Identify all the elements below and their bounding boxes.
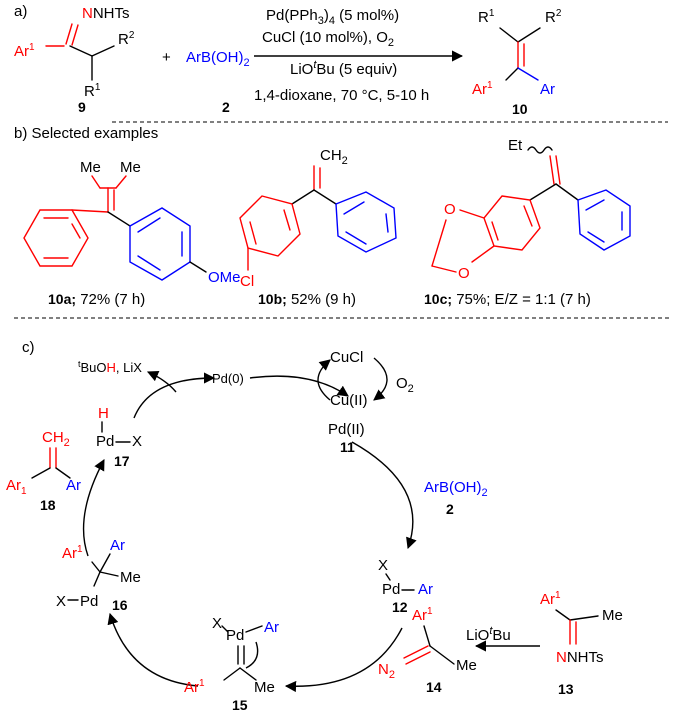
svg-text:R1: R1: [84, 82, 101, 100]
example-10c-caption: 10c; 75%; E/Z = 1:1 (7 h): [424, 291, 591, 308]
example-10c-structure: Et O O: [431, 137, 631, 282]
svg-text:N2: N2: [378, 661, 395, 681]
svg-text:Me: Me: [254, 679, 275, 696]
species-13: Ar1 Me NNHTs: [540, 590, 623, 666]
label-10: 10: [512, 101, 528, 117]
svg-text:Pd: Pd: [96, 433, 114, 450]
species-16: Ar1 Ar Me X Pd: [56, 537, 141, 610]
svg-text:Me: Me: [120, 569, 141, 586]
species-17: H Pd X: [96, 405, 142, 450]
svg-text:Ar: Ar: [540, 81, 555, 98]
svg-text:Ar: Ar: [110, 537, 125, 554]
example-10b-structure: CH2 Cl: [239, 147, 397, 290]
svg-text:X: X: [378, 557, 388, 574]
copper-arc-right: [373, 357, 388, 401]
cycle-arc-16-to-17: [82, 459, 105, 557]
svg-text:R1: R1: [478, 8, 495, 26]
svg-text:Ar1: Ar1: [6, 477, 27, 497]
species-pd2: Pd(II): [328, 421, 365, 438]
svg-text:O: O: [444, 201, 456, 218]
label-12: 12: [392, 599, 408, 615]
cycle-arc-pd0-to-pd2: [249, 375, 349, 397]
cycle-arc-pd2-to-12: [351, 441, 417, 550]
svg-text:Et: Et: [508, 137, 523, 154]
svg-text:NNHTs: NNHTs: [82, 5, 130, 22]
species-byproducts: tBuOH, LiX: [78, 359, 142, 375]
svg-text:X: X: [212, 615, 222, 632]
cycle-arc-15-to-16: [107, 612, 199, 687]
cycle-branch-byproduct: [146, 370, 177, 393]
svg-text:Me: Me: [602, 607, 623, 624]
label-2-cycle: 2: [446, 501, 454, 517]
plus-sign: +: [162, 49, 171, 66]
species-pd0: Pd(0): [212, 371, 244, 386]
species-o2: O2: [396, 375, 414, 395]
section-a-label: a): [14, 3, 27, 20]
cycle-arc-12-to-15: [284, 627, 403, 693]
svg-text:Me: Me: [456, 657, 477, 674]
reagent-line3: LiOtBu (5 equiv): [290, 59, 397, 78]
svg-text:CH2: CH2: [42, 429, 70, 449]
svg-text:X: X: [132, 433, 142, 450]
species-cucl: CuCl: [330, 349, 363, 366]
svg-text:Ar1: Ar1: [14, 42, 35, 60]
label-18: 18: [40, 497, 56, 513]
section-b-label: b) Selected examples: [14, 125, 158, 142]
svg-text:Ar1: Ar1: [472, 80, 493, 98]
svg-text:R2: R2: [118, 30, 135, 48]
cycle-arc-17-to-pd0: [133, 372, 216, 419]
example-10a-structure: Me Me OMe: [23, 159, 241, 286]
svg-text:Cl: Cl: [240, 273, 254, 290]
species-boronic: ArB(OH)2: [424, 479, 488, 499]
svg-text:Ar: Ar: [66, 477, 81, 494]
label-13: 13: [558, 681, 574, 697]
example-10b-caption: 10b; 52% (9 h): [258, 291, 356, 308]
svg-text:Ar: Ar: [418, 581, 433, 598]
svg-text:Ar1: Ar1: [412, 606, 433, 624]
label-15: 15: [232, 697, 248, 713]
section-c-label: c): [22, 339, 35, 356]
svg-text:Me: Me: [120, 159, 141, 176]
species-15: X Pd Ar Ar1 Me: [184, 615, 279, 696]
label-2: 2: [222, 99, 230, 115]
label-17: 17: [114, 453, 130, 469]
svg-text:Me: Me: [80, 159, 101, 176]
svg-text:Ar1: Ar1: [62, 544, 83, 562]
svg-text:O: O: [458, 265, 470, 282]
copper-arc-left: [317, 359, 331, 401]
boronic-acid: ArB(OH)2: [186, 49, 250, 69]
svg-text:Ar: Ar: [264, 619, 279, 636]
example-10a-caption: 10a; 72% (7 h): [48, 291, 145, 308]
substrate-9: NNHTs Ar1 R2 R1: [14, 5, 135, 100]
species-cu2: Cu(II): [330, 392, 368, 409]
svg-text:Pd: Pd: [80, 593, 98, 610]
species-12: X Pd Ar: [378, 557, 433, 598]
svg-text:CH2: CH2: [320, 147, 348, 167]
svg-text:Pd: Pd: [226, 627, 244, 644]
condition-line: 1,4-dioxane, 70 °C, 5-10 h: [254, 87, 429, 104]
product-10: R1 R2 Ar1 Ar: [472, 8, 562, 98]
label-16: 16: [112, 597, 128, 613]
species-base: LiOtBu: [466, 625, 511, 644]
svg-text:NNHTs: NNHTs: [556, 649, 604, 666]
svg-text:R2: R2: [545, 8, 562, 26]
label-14: 14: [426, 679, 442, 695]
svg-text:OMe: OMe: [208, 269, 241, 286]
reagent-line1: Pd(PPh3)4 (5 mol%): [266, 7, 399, 27]
svg-text:Ar1: Ar1: [184, 678, 205, 696]
svg-text:H: H: [98, 405, 109, 422]
label-11: 11: [340, 439, 355, 455]
svg-text:Ar1: Ar1: [540, 590, 561, 608]
label-9: 9: [78, 99, 86, 115]
reagent-line2: CuCl (10 mol%), O2: [262, 29, 394, 49]
svg-text:Pd: Pd: [382, 581, 400, 598]
svg-text:X: X: [56, 593, 66, 610]
species-18: CH2 Ar1 Ar: [6, 429, 81, 497]
